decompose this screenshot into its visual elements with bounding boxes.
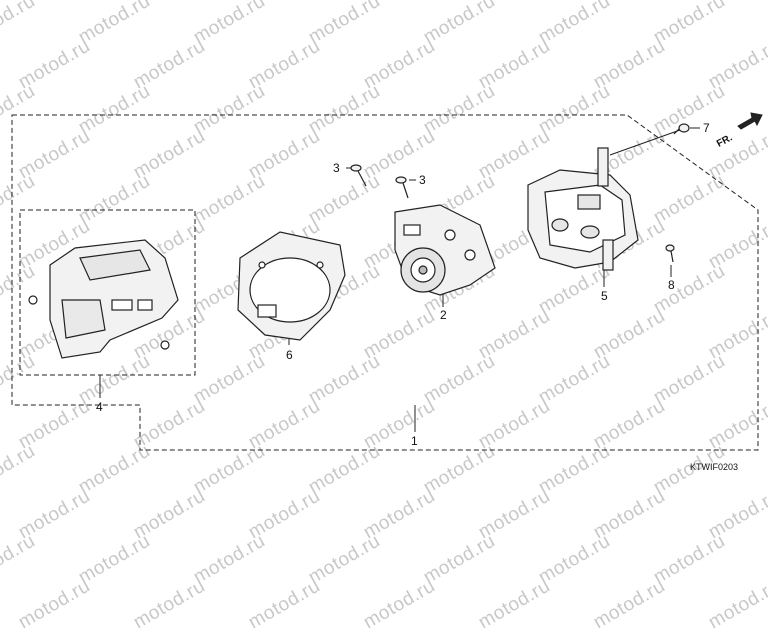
callout-4: 4	[96, 400, 103, 414]
callout-3a: 3	[333, 161, 340, 175]
callout-5: 5	[601, 289, 608, 303]
diagram-code: KTWIF0203	[690, 462, 739, 472]
front-arrow-icon	[737, 112, 763, 130]
subassembly-box	[19, 209, 196, 376]
callout-8: 8	[668, 278, 675, 292]
callout-7: 7	[703, 121, 710, 135]
callout-6: 6	[286, 348, 293, 362]
watermark-text: motod.ru	[245, 575, 324, 634]
part-2-meter-unit	[394, 204, 496, 296]
watermark-text: motod.ru	[130, 575, 209, 634]
watermark-text: motod.ru	[475, 575, 554, 634]
callout-3b: 3	[419, 173, 426, 187]
part-6-bezel	[237, 231, 346, 341]
watermark-text: motod.ru	[705, 575, 768, 634]
watermark-text: motod.ru	[360, 575, 439, 634]
callout-1: 1	[411, 434, 418, 448]
part-8-screw	[665, 244, 675, 263]
callout-2: 2	[440, 308, 447, 322]
part-7-bolt	[673, 123, 690, 135]
part-3-screws	[350, 164, 409, 199]
part-5-case	[527, 147, 639, 271]
watermark-text: motod.ru	[590, 575, 669, 634]
watermark-text: motod.ru	[15, 575, 94, 634]
part-4-outer-cover	[28, 239, 179, 359]
diagram-drawing	[11, 112, 763, 451]
assembly-outline	[11, 114, 759, 451]
